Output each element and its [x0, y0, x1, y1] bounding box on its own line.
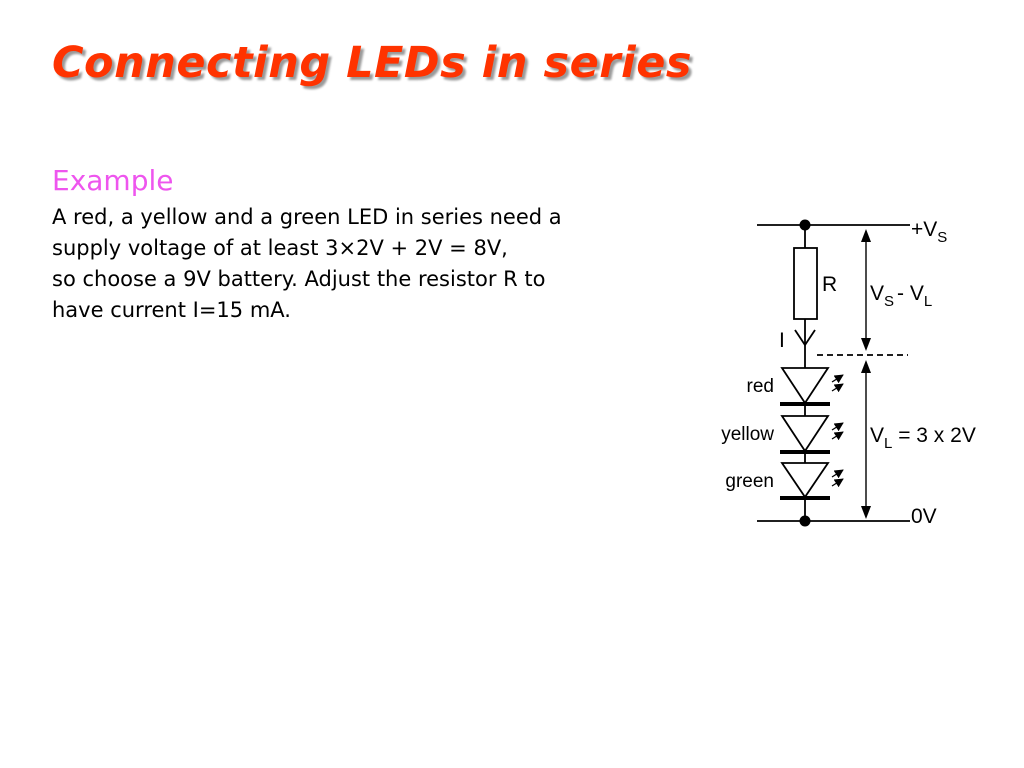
light-arrow — [831, 431, 844, 441]
text-line: so choose a 9V battery. Adjust the resis… — [52, 267, 546, 291]
current-label: I — [779, 329, 785, 352]
text-line: have current I=15 mA. — [52, 298, 291, 322]
led-green-diode — [780, 462, 830, 499]
led-label-yellow: yellow — [721, 424, 774, 445]
light-arrow — [831, 478, 844, 488]
example-text: A red, a yellow and a green LED in serie… — [52, 202, 652, 326]
led-label-red: red — [747, 376, 774, 397]
slide-title: Connecting LEDs in series — [52, 38, 692, 88]
ground-label: 0V — [911, 505, 937, 528]
led-red-diode — [780, 367, 830, 405]
resistor-voltage-label: VS- VL — [870, 282, 932, 310]
text-line: A red, a yellow and a green LED in serie… — [52, 205, 562, 229]
resistor — [793, 247, 818, 320]
current-arrow — [794, 329, 816, 347]
led-voltage-label: VL = 3 x 2V — [870, 424, 976, 452]
arrow-head — [861, 338, 871, 351]
light-arrow — [831, 374, 844, 384]
text-line: supply voltage of at least 3×2V + 2V = 8… — [52, 236, 508, 260]
supply-voltage-label: +VS — [911, 218, 947, 246]
resistor-label: R — [822, 273, 837, 296]
light-arrow — [831, 383, 844, 393]
example-heading: Example — [52, 164, 174, 197]
arrow-head — [861, 229, 871, 242]
led-yellow-diode — [780, 415, 830, 453]
led-label-green: green — [725, 471, 774, 492]
arrow-head — [861, 506, 871, 519]
arrow-head — [861, 360, 871, 373]
light-arrow — [831, 422, 844, 432]
light-arrow — [831, 469, 844, 479]
